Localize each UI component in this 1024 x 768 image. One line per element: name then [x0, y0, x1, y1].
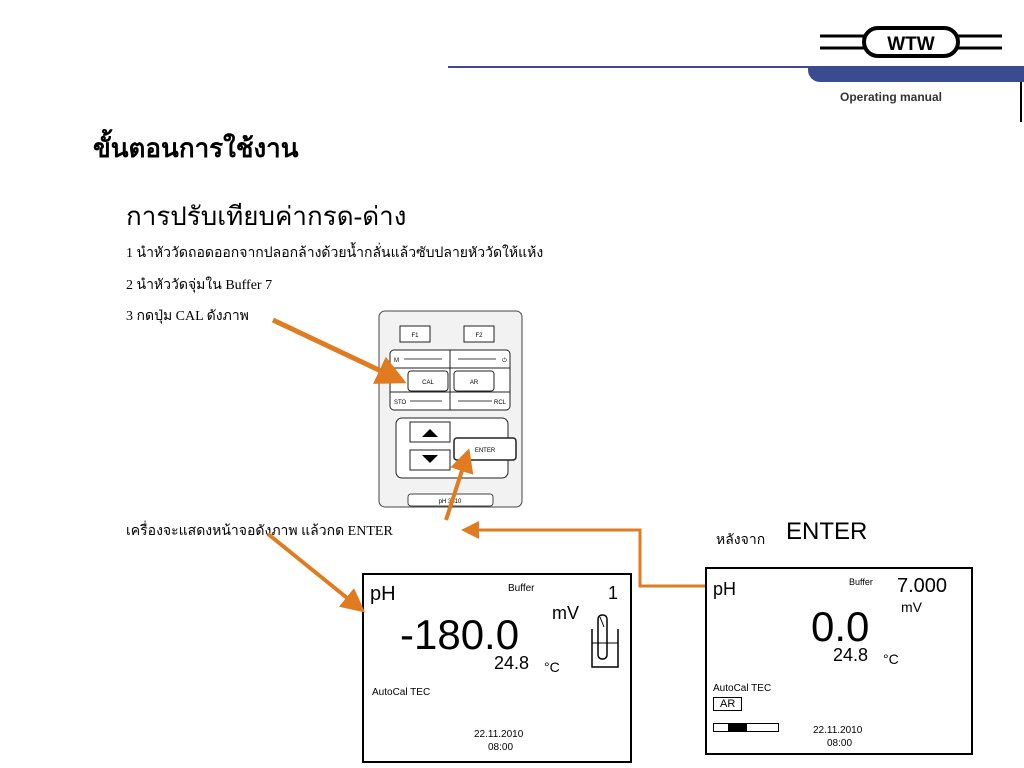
display2-temp: 24.8 [833, 645, 869, 665]
display1-buffer-label: Buffer [508, 583, 535, 594]
display2-time: 08:00 [827, 738, 853, 749]
display1-date: 22.11.2010 [474, 729, 524, 740]
caption-after: หลังจาก [716, 533, 766, 548]
wtw-logo: WTW [820, 26, 1002, 58]
display1-time: 08:00 [488, 742, 514, 753]
display2-buffer-value: 7.000 [897, 575, 948, 597]
key-cal: CAL [422, 380, 434, 386]
display1-mode: pH [370, 583, 396, 605]
display-before-enter: pH Buffer 1 -180.0 mV 24.8 °C AutoCal TE… [362, 573, 632, 763]
display1-value: -180.0 [400, 611, 520, 658]
operating-manual-label: Operating manual [840, 90, 943, 104]
meter-keypad: F1 F2 M ⏻ CAL AR STO RCL ENTER pH 3310 [378, 310, 523, 508]
caption-enter-key: ENTER [786, 518, 868, 545]
step-2: 2 นำหัววัดจุ่มใน Buffer 7 [126, 278, 273, 293]
display2-temp-unit: °C [883, 651, 899, 667]
logo-text: WTW [887, 34, 935, 55]
arrow-to-display1 [266, 532, 366, 613]
keypad-model: pH 3310 [439, 499, 462, 505]
display1-temp: 24.8 [494, 653, 530, 673]
step-3: 3 กดปุ่ม CAL ดังภาพ [126, 309, 249, 324]
header-divider [448, 66, 1024, 68]
key-rcl: RCL [494, 400, 507, 406]
display2-autocal: AutoCal TEC [713, 683, 772, 694]
key-power: ⏻ [502, 357, 507, 364]
display-after-enter: pH Buffer 7.000 mV 0.0 24.8 °C AutoCal T… [705, 567, 973, 755]
display2-progress-bar [713, 723, 779, 732]
caption-display-then-enter: เครื่องจะแสดงหน้าจอดังภาพ แล้วกด ENTER [126, 524, 393, 539]
key-m: M [394, 358, 399, 364]
display2-buffer-label: Buffer [849, 577, 873, 587]
key-sto: STO [394, 400, 407, 406]
key-ar: AR [470, 380, 479, 386]
display2-ar-badge: AR [713, 697, 743, 711]
key-f2: F2 [475, 333, 483, 339]
header-tab [808, 66, 1024, 82]
display2-date: 22.11.2010 [813, 725, 863, 736]
display2-unit: mV [901, 599, 922, 615]
display1-autocal: AutoCal TEC [372, 687, 431, 698]
display2-value: 0.0 [811, 603, 870, 650]
key-enter: ENTER [475, 448, 496, 454]
display2-progress-fill [728, 724, 748, 731]
display1-temp-unit: °C [544, 659, 560, 675]
key-f1: F1 [411, 333, 419, 339]
page-title: ขั้นตอนการใช้งาน [93, 134, 299, 163]
display1-buffer-number: 1 [608, 583, 619, 603]
section-subtitle: การปรับเทียบค่ากรด-ด่าง [126, 202, 407, 231]
display1-unit: mV [552, 603, 579, 623]
beaker-sensor-icon [591, 614, 619, 668]
header-edge-line [1020, 82, 1022, 122]
display2-mode: pH [713, 579, 737, 599]
step-1: 1 นำหัววัดถอดออกจากปลอกล้างด้วยน้ำกลั่นแ… [126, 246, 544, 261]
